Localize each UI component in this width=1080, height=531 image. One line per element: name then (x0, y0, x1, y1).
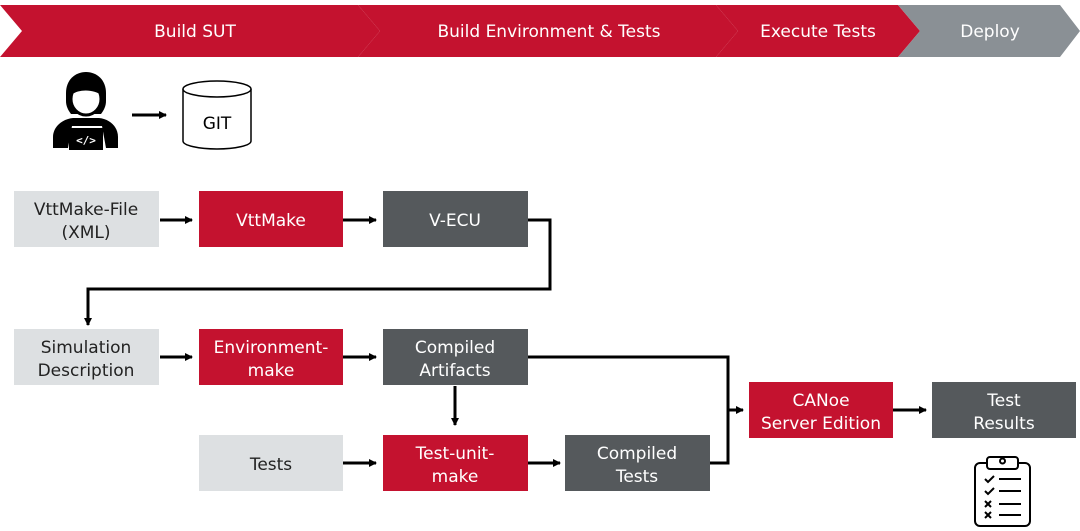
line-artifacts-to-canoe (528, 355, 730, 410)
node-test-results: Test Results (932, 382, 1076, 438)
connectors (84, 216, 927, 467)
svg-text:Results: Results (973, 414, 1035, 434)
stage-deploy-label: Deploy (960, 22, 1020, 42)
svg-text:CANoe: CANoe (792, 391, 849, 411)
database-icon (182, 89, 252, 150)
stage-build-sut: Build SUT (0, 5, 380, 57)
git-label: GIT (203, 114, 232, 134)
svg-text:Tests: Tests (615, 467, 658, 487)
svg-text:(XML): (XML) (61, 223, 110, 243)
svg-text:Tests: Tests (249, 455, 292, 475)
svg-text:Simulation: Simulation (41, 338, 132, 358)
svg-text:Test: Test (986, 391, 1021, 411)
svg-text:Artifacts: Artifacts (419, 361, 490, 381)
stage-banner: Build SUT Build Environment & Tests Exec… (0, 5, 1080, 57)
node-canoe-server-edition: CANoe Server Edition (749, 382, 893, 438)
svg-text:Server Edition: Server Edition (761, 414, 881, 434)
node-compiled-artifacts: Compiled Artifacts (383, 329, 528, 385)
arrow-to-canoe (710, 406, 744, 465)
stage-deploy: Deploy (898, 5, 1080, 57)
stage-execute-tests-label: Execute Tests (760, 22, 876, 42)
git-database: GIT (182, 80, 252, 150)
svg-text:Environment-: Environment- (214, 338, 329, 358)
arrow-vecu-to-simdesc (84, 218, 552, 326)
node-tests: Tests (199, 435, 343, 491)
node-vttmake-file: VttMake-File (XML) (14, 191, 159, 247)
svg-text:VttMake: VttMake (236, 211, 306, 231)
svg-text:Compiled: Compiled (415, 338, 495, 358)
svg-text:Description: Description (38, 361, 135, 381)
node-compiled-tests: Compiled Tests (565, 435, 710, 491)
svg-text:make: make (248, 361, 295, 381)
developer-laptop-icon: </> (53, 72, 118, 150)
svg-text:make: make (432, 467, 479, 487)
node-environment-make: Environment- make (199, 329, 343, 385)
node-test-unit-make: Test-unit- make (383, 435, 528, 491)
stage-execute-tests: Execute Tests (716, 5, 920, 57)
node-vecu: V-ECU (383, 191, 528, 247)
svg-text:Compiled: Compiled (597, 444, 677, 464)
node-vttmake: VttMake (199, 191, 343, 247)
svg-text:V-ECU: V-ECU (429, 211, 481, 231)
node-simulation-description: Simulation Description (14, 329, 159, 385)
svg-text:VttMake-File: VttMake-File (34, 200, 138, 220)
svg-text:Test-unit-: Test-unit- (415, 444, 495, 464)
clipboard-checklist-icon (974, 456, 1031, 527)
stage-build-env-tests-label: Build Environment & Tests (437, 22, 660, 42)
stage-build-env-tests: Build Environment & Tests (358, 5, 738, 57)
svg-text:</>: </> (76, 134, 96, 147)
stage-build-sut-label: Build SUT (154, 22, 236, 42)
